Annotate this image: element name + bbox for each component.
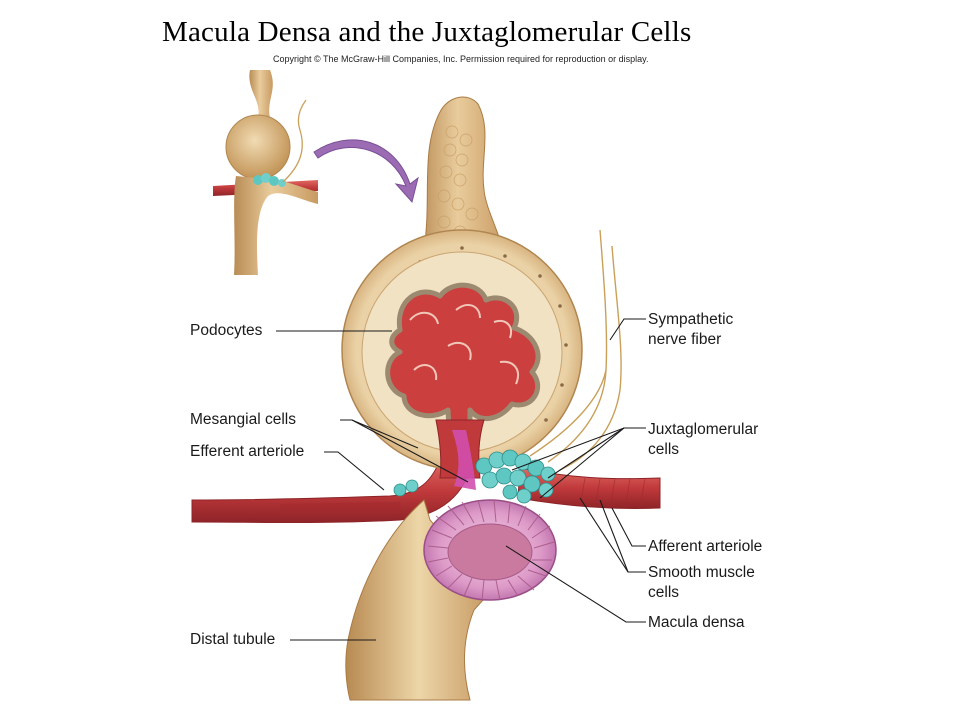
leader-lines: [276, 318, 646, 641]
leader-mesangial-2: [351, 419, 469, 483]
label-sympathetic-line2: nerve fiber: [648, 331, 722, 348]
proximal-tubule: [417, 96, 507, 273]
label-macula-densa: Macula densa: [648, 614, 745, 631]
mesangial-cells: [452, 430, 476, 490]
juxtaglomerular-cells: [393, 449, 556, 504]
label-podocytes: Podocytes: [190, 322, 263, 339]
overview-inset: [213, 70, 318, 275]
label-smooth-muscle-line2: cells: [648, 584, 680, 601]
leader-smooth-2: [599, 499, 629, 573]
zoom-arrow: [313, 139, 419, 204]
copyright-notice: Copyright © The McGraw-Hill Companies, I…: [273, 54, 649, 64]
slide-title: Macula Densa and the Juxtaglomerular Cel…: [162, 16, 692, 48]
glomerular-capillaries: [385, 282, 541, 453]
leader-sympathetic: [609, 318, 646, 341]
leader-juxta-3: [539, 427, 625, 499]
label-mesangial-cells: Mesangial cells: [190, 411, 296, 428]
leader-macula: [505, 545, 646, 623]
label-juxtaglomerular-line1: Juxtaglomerular: [648, 421, 759, 438]
macula-densa: [423, 499, 557, 601]
label-smooth-muscle-line1: Smooth muscle: [648, 564, 755, 581]
label-efferent-arteriole: Efferent arteriole: [190, 443, 305, 460]
leader-efferent: [324, 451, 385, 491]
label-sympathetic-line1: Sympathetic: [648, 311, 734, 328]
leader-juxta-2: [547, 427, 625, 479]
label-juxtaglomerular-line2: cells: [648, 441, 680, 458]
inset-juxtaglomerular-cells: [253, 173, 286, 187]
label-distal-tubule: Distal tubule: [190, 631, 276, 648]
leader-afferent: [611, 507, 646, 547]
afferent-texture: [579, 477, 646, 509]
label-afferent-arteriole: Afferent arteriole: [648, 538, 763, 555]
